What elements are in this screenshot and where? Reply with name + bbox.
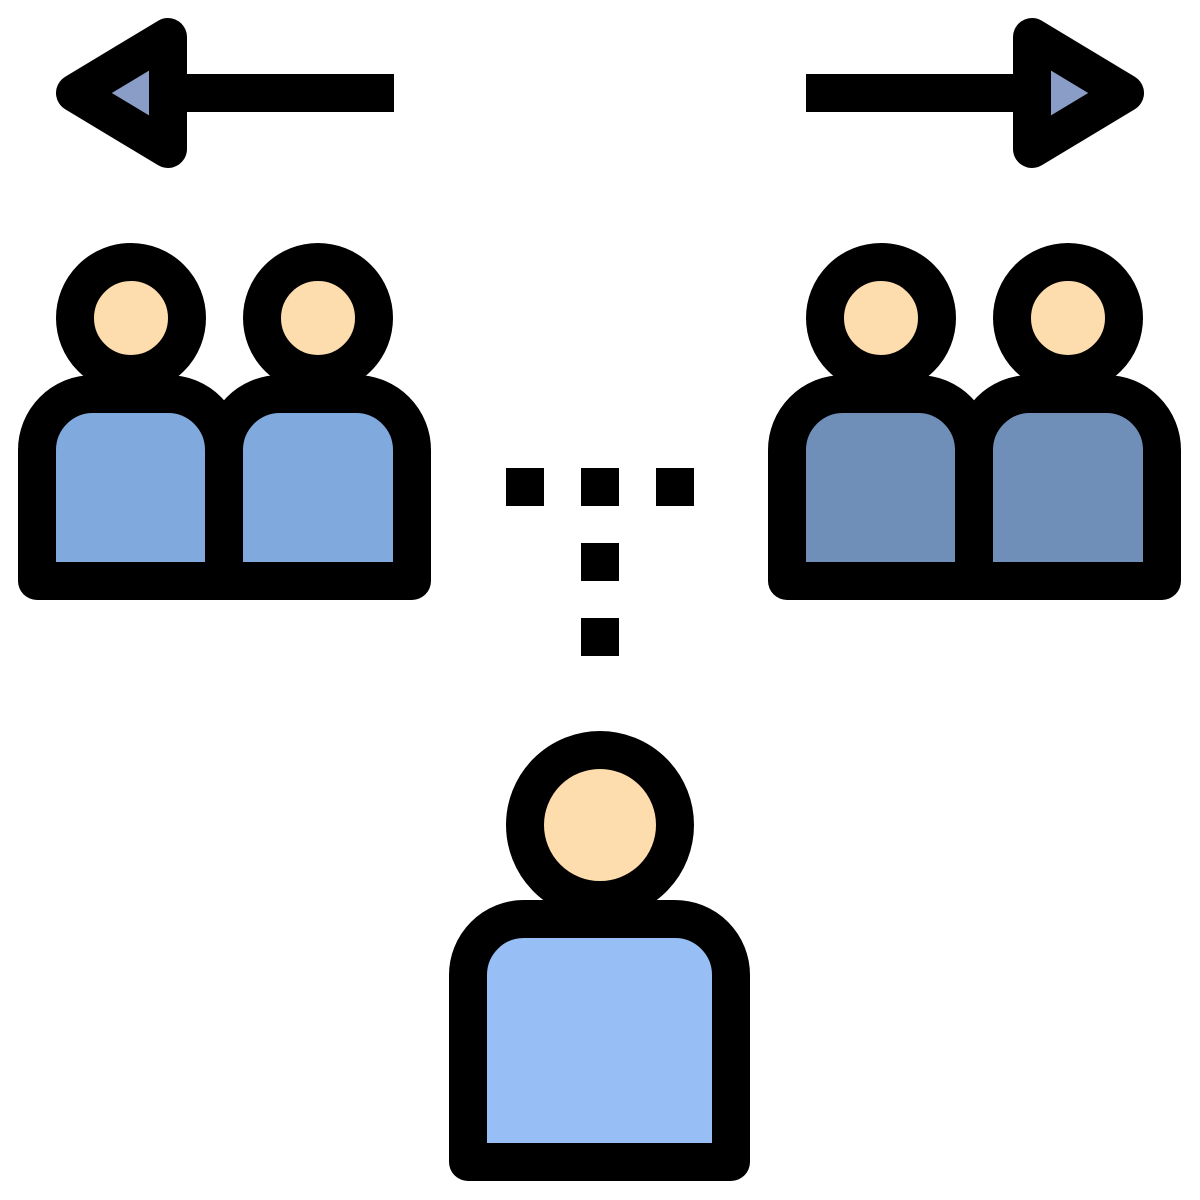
left-team-group bbox=[18, 243, 431, 600]
right-team-person-1 bbox=[768, 243, 993, 600]
right-arrow-icon bbox=[806, 18, 1144, 168]
left-arrow-icon bbox=[56, 18, 394, 168]
dot bbox=[656, 468, 694, 506]
center-person bbox=[449, 731, 750, 1181]
dot bbox=[581, 468, 619, 506]
dotted-connector bbox=[506, 468, 694, 656]
right-team-group bbox=[768, 243, 1181, 600]
left-team-person-1 bbox=[18, 243, 243, 600]
right-team-person-2 bbox=[955, 243, 1181, 600]
left-team-person-2 bbox=[205, 243, 431, 600]
dot bbox=[506, 468, 544, 506]
dot bbox=[581, 618, 619, 656]
dot bbox=[581, 543, 619, 581]
